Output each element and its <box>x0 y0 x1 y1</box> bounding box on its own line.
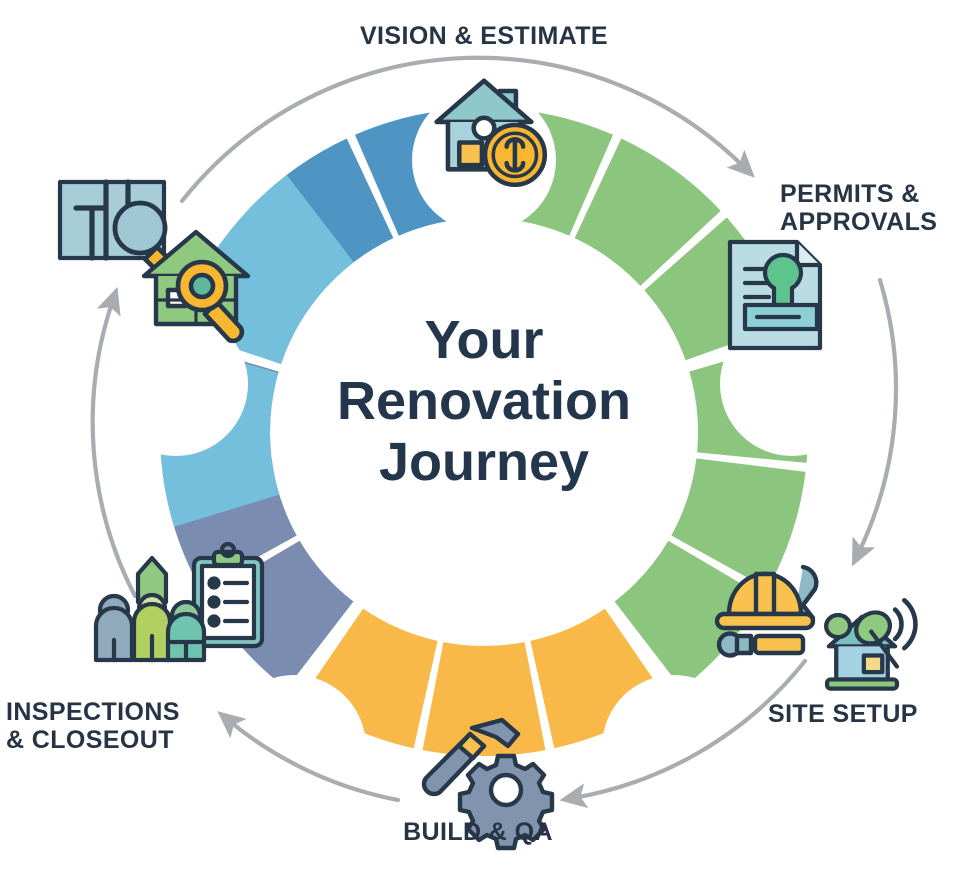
stage-label-permits-approvals[interactable]: PERMITS & APPROVALS <box>780 180 938 236</box>
ring-segment-permits-approvals[interactable] <box>614 540 764 689</box>
ring-segment-inspections-closeout[interactable] <box>247 138 394 286</box>
stage-label-build-qa[interactable]: BUILD & QA <box>403 818 553 846</box>
house-with-dollar-coin-icon <box>434 78 548 188</box>
ring-segment-permits-approvals[interactable] <box>671 458 806 589</box>
arrow-permits-to-site <box>851 277 899 567</box>
house-with-signal-icon <box>824 598 918 691</box>
clipboard-checklist-and-family-icon <box>93 541 265 663</box>
green-house-with-magnifier-icon <box>141 229 251 344</box>
hard-hat-and-wrench-icon <box>714 564 819 658</box>
hammer-and-gear-icon <box>421 717 555 851</box>
stage-label-inspections-closeout[interactable]: INSPECTIONS & CLOSEOUT <box>6 698 180 754</box>
arrow-vision-to-permits <box>179 55 755 204</box>
ring-segment-site-setup[interactable] <box>422 642 546 757</box>
stage-label-site-setup[interactable]: SITE SETUP <box>768 700 918 728</box>
arrow-build-to-inspections <box>217 711 401 803</box>
ring-segment-vision-estimate[interactable] <box>574 138 721 286</box>
arrow-site-to-build <box>559 658 808 809</box>
blueprint-with-magnifier-icon <box>57 179 183 285</box>
document-with-stamp-icon <box>727 239 823 351</box>
cycle-arrows <box>90 55 899 809</box>
stage-label-vision-estimate[interactable]: VISION & ESTIMATE <box>359 22 609 50</box>
center-title: Your Renovation Journey <box>336 310 632 493</box>
arrow-inspections-to-vision <box>90 286 138 599</box>
